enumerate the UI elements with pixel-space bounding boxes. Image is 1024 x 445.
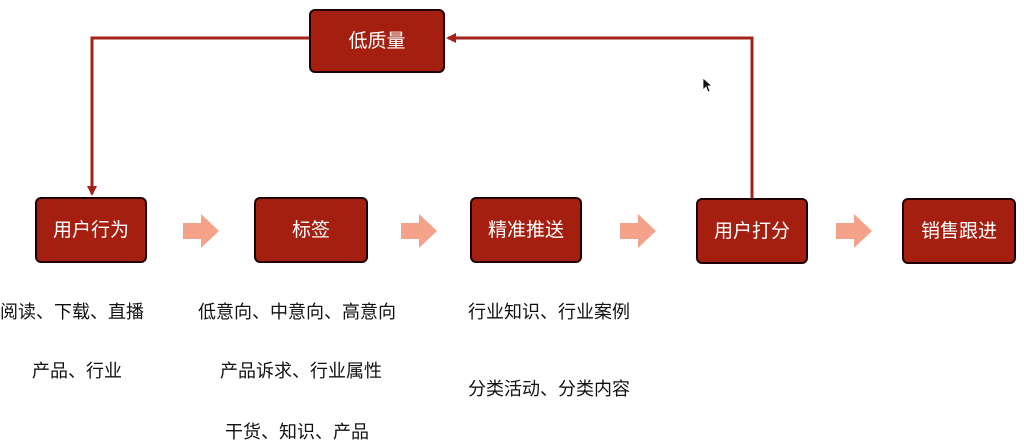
node-tags: 标签 [254, 197, 368, 263]
tags-label-3: 干货、知识、产品 [225, 422, 369, 443]
node-user-behavior: 用户行为 [35, 197, 147, 263]
flow-arrow-4 [836, 214, 872, 248]
flow-arrow-1 [183, 214, 219, 248]
push-label-1: 行业知识、行业案例 [468, 302, 630, 323]
flow-arrow-2 [401, 214, 437, 248]
connector-lowquality-to-behavior [87, 36, 309, 196]
tags-label-2: 产品诉求、行业属性 [220, 361, 382, 382]
node-precise-push: 精准推送 [470, 197, 582, 263]
push-label-2: 分类活动、分类内容 [468, 379, 630, 400]
behavior-label-2: 产品、行业 [32, 361, 122, 382]
node-low-quality: 低质量 [309, 9, 445, 73]
node-sales-followup: 销售跟进 [902, 198, 1016, 264]
flow-arrow-3 [620, 214, 656, 248]
node-user-scoring: 用户打分 [696, 198, 808, 264]
behavior-label-1: 阅读、下载、直播 [0, 302, 144, 323]
mouse-cursor-icon [703, 78, 713, 93]
tags-label-1: 低意向、中意向、高意向 [198, 302, 396, 323]
connector-scoring-to-lowquality [446, 33, 754, 198]
